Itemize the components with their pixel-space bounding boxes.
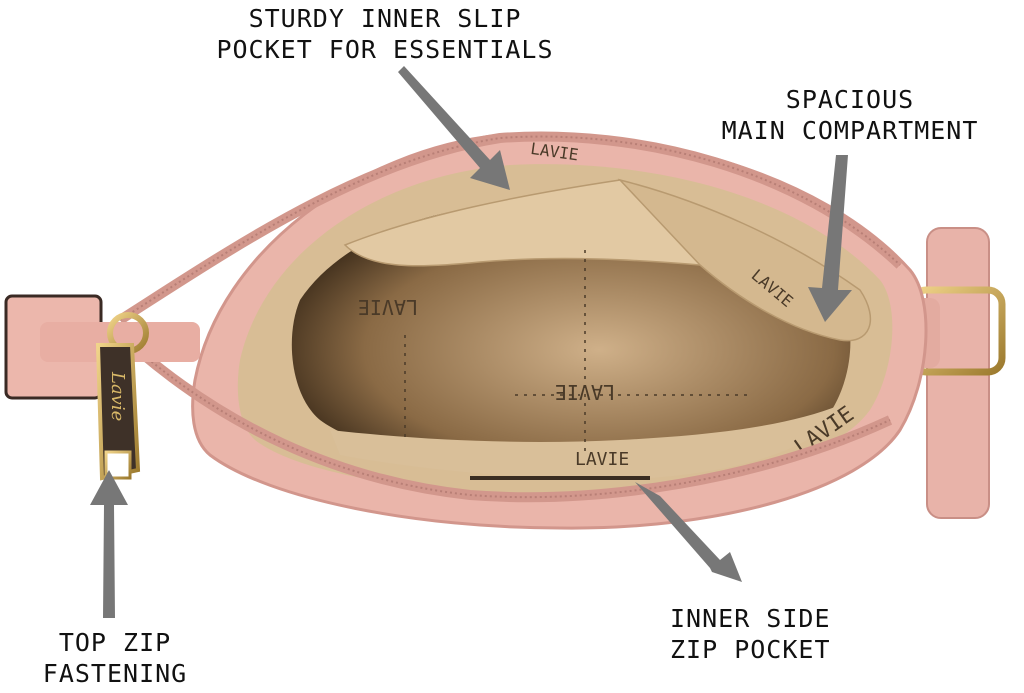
callout-arrows (90, 66, 852, 618)
callout-main-compartment: SPACIOUS MAIN COMPARTMENT (700, 84, 1000, 146)
zipper-puller: Lavie (95, 312, 149, 481)
callout-line: INNER SIDE (670, 604, 831, 633)
arrow-slip-pocket (398, 66, 510, 190)
callout-top-zip: TOP ZIP FASTENING (30, 627, 200, 689)
arrow-main-compartment (808, 155, 852, 322)
arrow-side-zip (635, 482, 742, 582)
top-zipper (117, 131, 904, 503)
callout-line: TOP ZIP (58, 628, 172, 657)
lining-brand-print: LAVIE (575, 449, 629, 470)
lining-brand-print: LAVIE (555, 380, 615, 404)
callout-slip-pocket: STURDY INNER SLIP POCKET FOR ESSENTIALS (200, 3, 570, 65)
callout-line: ZIP POCKET (670, 635, 831, 664)
callout-line: FASTENING (42, 659, 188, 688)
callout-line: POCKET FOR ESSENTIALS (216, 35, 554, 64)
puller-brand-logo: Lavie (107, 371, 128, 421)
callout-line: STURDY INNER SLIP (248, 4, 522, 33)
callout-line: MAIN COMPARTMENT (721, 116, 979, 145)
arrow-top-zip (90, 470, 128, 618)
callout-side-zip: INNER SIDE ZIP POCKET (670, 603, 831, 665)
bag-interior: LAVIE LAVIE LAVIE LAVIE LAVIE LAVIE (237, 139, 893, 495)
lining-brand-print: LAVIE (358, 295, 418, 319)
callout-line: SPACIOUS (785, 85, 915, 114)
